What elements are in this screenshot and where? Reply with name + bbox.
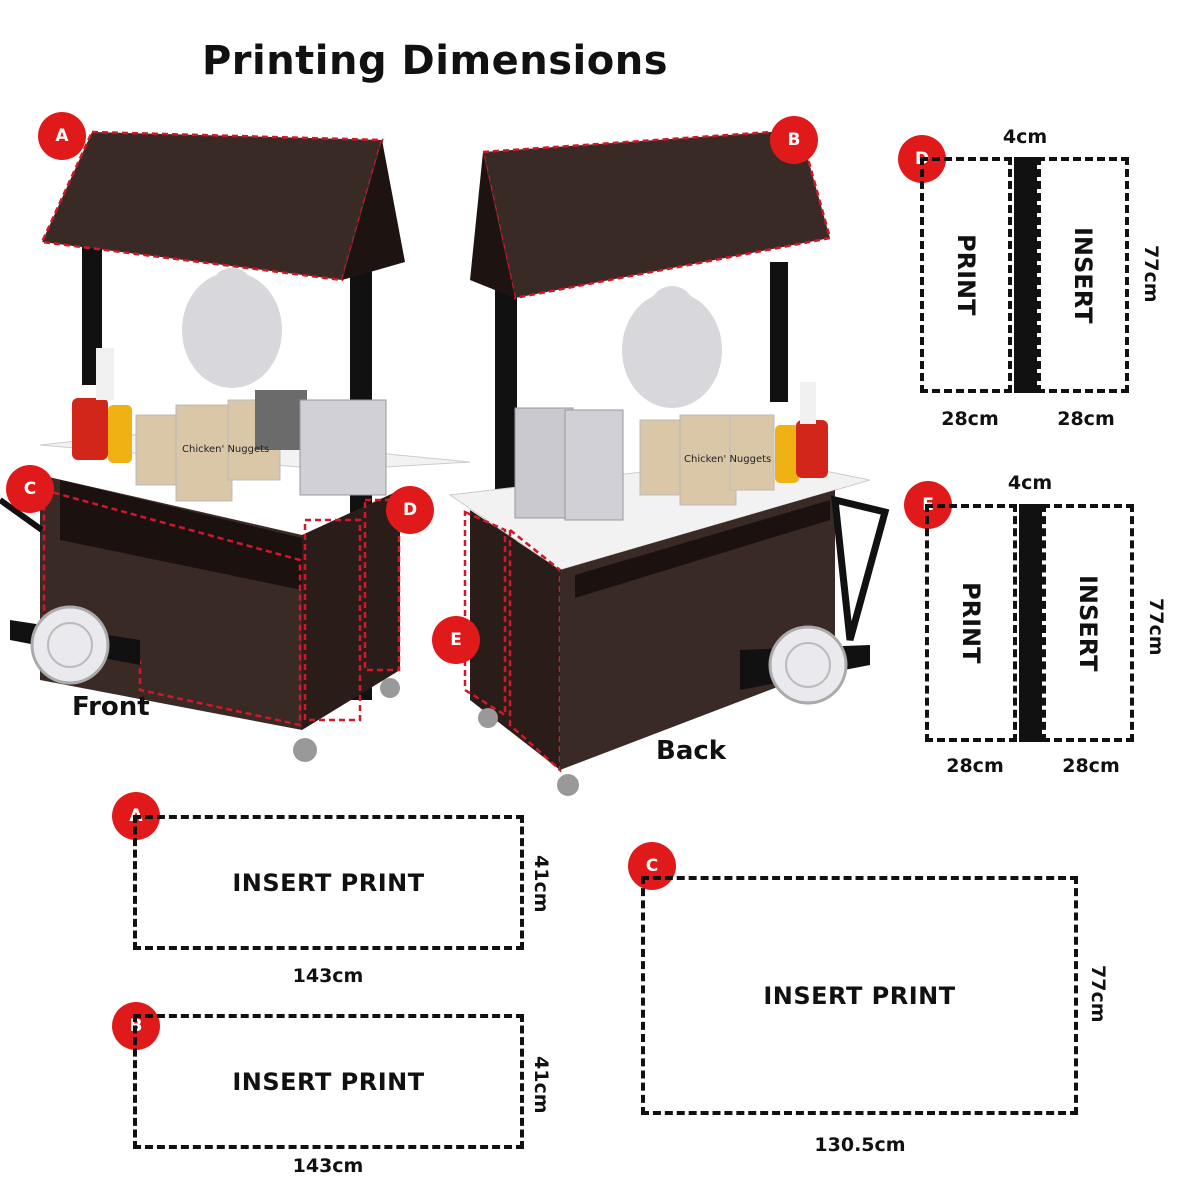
panel-b-width-dim: 143cm [292,1155,364,1177]
panel-c-box: INSERT PRINT [641,876,1078,1115]
panel-e-left-width-dim: 28cm [946,755,1004,777]
back-cart: Chicken' Nuggets [448,128,890,796]
panel-c-width-dim: 130.5cm [814,1134,906,1156]
panel-d-divider [1014,157,1037,393]
panel-c-text: INSERT PRINT [763,981,956,1010]
badge-c-cart: C [6,465,54,513]
panel-a-text: INSERT PRINT [232,868,425,897]
front-bag-label: Chicken' Nuggets [182,444,269,455]
panel-d-gap-dim: 4cm [1002,126,1048,148]
panel-d-left-width-dim: 28cm [941,408,999,430]
panel-e-left: PRINT [925,504,1017,742]
panel-a-height-dim: 41cm [530,855,552,913]
back-caption: Back [656,736,727,766]
panel-d-height-dim: 77cm [1140,245,1162,303]
front-cart: Chicken' Nuggets [0,130,471,762]
badge-c-panel: C [628,842,676,890]
panel-b-height-dim: 41cm [530,1056,552,1114]
panel-c-height-dim: 77cm [1087,965,1109,1023]
badge-e-cart: E [432,616,480,664]
panel-d-left-text: PRINT [952,234,980,316]
panel-d-right-text: INSERT [1069,226,1097,324]
panel-e-right-text: INSERT [1074,574,1102,672]
back-bag-label: Chicken' Nuggets [684,454,771,465]
panel-a-box: INSERT PRINT [133,815,524,950]
panel-a-width-dim: 143cm [292,965,364,987]
badge-a-cart: A [38,112,86,160]
cart-illustrations: Chicken' Nuggets Chicken' Nuggets [0,128,890,796]
panel-e-height-dim: 77cm [1145,598,1167,656]
panel-e-divider [1019,504,1042,742]
page-title: Printing Dimensions [201,38,669,84]
badge-b-cart: B [770,116,818,164]
panel-e-left-text: PRINT [957,582,985,664]
panel-e-right: INSERT [1042,504,1134,742]
panel-b-box: INSERT PRINT [133,1014,524,1149]
panel-d-left: PRINT [920,157,1012,393]
badge-d-cart: D [386,486,434,534]
panel-e-right-width-dim: 28cm [1062,755,1120,777]
panel-b-text: INSERT PRINT [232,1067,425,1096]
panel-d-right-width-dim: 28cm [1057,408,1115,430]
panel-d-right: INSERT [1037,157,1129,393]
front-caption: Front [72,692,150,722]
panel-e-gap-dim: 4cm [1007,472,1053,494]
